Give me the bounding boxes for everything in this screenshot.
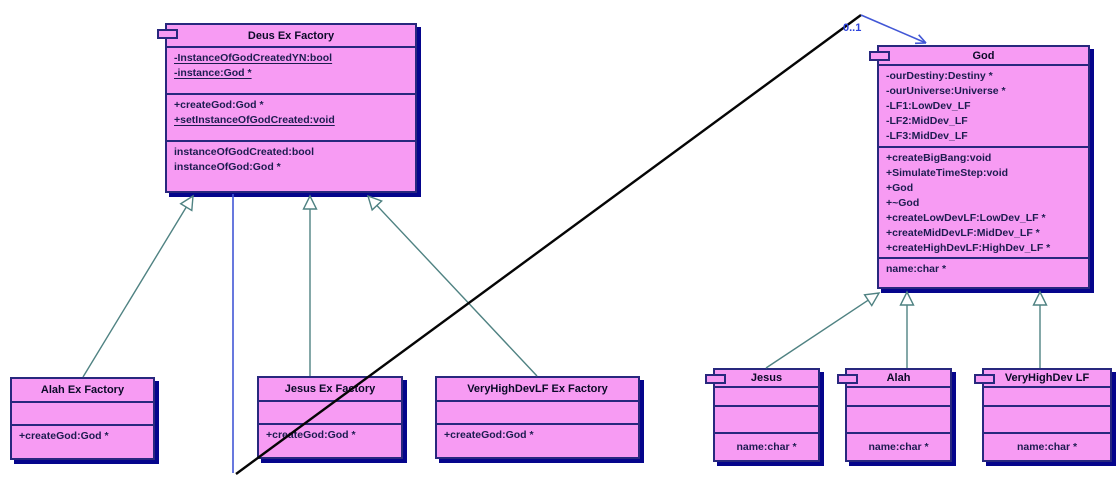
- class-member: +createHighDevLF:HighDev_LF *: [886, 242, 1051, 254]
- class-member: instanceOfGod:God *: [174, 161, 281, 173]
- class-member: +createMidDevLF:MidDev_LF *: [886, 227, 1040, 239]
- class-member: +~God: [886, 197, 920, 209]
- class-compartment: name:char *: [879, 257, 1088, 287]
- class-compartment: +createGod:God *: [12, 424, 153, 458]
- class-member: name:char *: [868, 440, 929, 453]
- class-member: name:char *: [736, 440, 797, 453]
- class-member: +createGod:God *: [266, 429, 356, 441]
- class-compartment: +createBigBang:void +SimulateTimeStep:voi…: [879, 146, 1088, 257]
- class-member: +createBigBang:void: [886, 152, 992, 164]
- class-member: -LF1:LowDev_LF: [886, 100, 971, 112]
- class-compartment: +createGod:God *: [259, 423, 401, 457]
- class-title: VeryHighDev LF: [1004, 372, 1090, 384]
- multiplicity-label: 0..1: [843, 22, 862, 34]
- class-member: -InstanceOfGodCreatedYN:bool: [174, 52, 333, 64]
- class-member: instanceOfGodCreated:bool: [174, 146, 315, 158]
- class-title: Deus Ex Factory: [247, 29, 335, 42]
- class-stereotype-icon: [705, 374, 726, 384]
- class-veryhighdev-lf[interactable]: VeryHighDev LF name:char *: [974, 368, 1112, 462]
- class-deus-ex-factory[interactable]: Deus Ex Factory -InstanceOfGodCreatedYN:b…: [157, 23, 417, 193]
- class-compartment: -InstanceOfGodCreatedYN:bool -instance:Go…: [167, 46, 415, 93]
- class-compartment: [847, 386, 950, 405]
- class-jesus-ex-factory[interactable]: Jesus Ex Factory +createGod:God *: [257, 376, 403, 459]
- class-jesus[interactable]: Jesus name:char *: [705, 368, 820, 462]
- class-member: name:char *: [886, 263, 947, 275]
- class-compartment: -ourDestiny:Destiny * -ourUniverse:Univer…: [879, 64, 1088, 146]
- class-compartment: +createGod:God *: [437, 423, 638, 457]
- class-compartment: name:char *: [715, 432, 818, 460]
- class-member: -ourDestiny:Destiny *: [886, 70, 993, 82]
- class-title: Jesus Ex Factory: [284, 383, 376, 395]
- class-member: -ourUniverse:Universe *: [886, 85, 1006, 97]
- class-compartment: [437, 400, 638, 423]
- class-veryhighdevlf-ex-factory[interactable]: VeryHighDevLF Ex Factory +createGod:God *: [435, 376, 640, 459]
- class-compartment: instanceOfGodCreated:bool instanceOfGod:G…: [167, 140, 415, 191]
- class-title: God: [972, 49, 995, 62]
- class-compartment: [984, 386, 1110, 405]
- class-title: Jesus: [750, 372, 783, 384]
- class-member: +createLowDevLF:LowDev_LF *: [886, 212, 1046, 224]
- class-title: Alah: [886, 372, 911, 384]
- class-member: +createGod:God *: [444, 429, 534, 441]
- class-title: VeryHighDevLF Ex Factory: [467, 383, 608, 395]
- class-compartment: [12, 401, 153, 424]
- class-member: +God: [886, 182, 914, 194]
- class-compartment: [984, 405, 1110, 432]
- class-stereotype-icon: [869, 51, 890, 61]
- class-member: +setInstanceOfGodCreated:void: [174, 114, 335, 126]
- class-compartment: name:char *: [847, 432, 950, 460]
- class-compartment: [715, 405, 818, 432]
- class-title: Alah Ex Factory: [40, 384, 125, 396]
- class-member: -LF2:MidDev_LF: [886, 115, 968, 127]
- class-member: +SimulateTimeStep:void: [886, 167, 1009, 179]
- class-member: -instance:God *: [174, 67, 252, 79]
- class-compartment: [715, 386, 818, 405]
- class-alah[interactable]: Alah name:char *: [837, 368, 952, 462]
- class-member: +createGod:God *: [174, 99, 264, 111]
- class-stereotype-icon: [837, 374, 858, 384]
- class-god[interactable]: God -ourDestiny:Destiny * -ourUniverse:Uni…: [869, 45, 1090, 289]
- class-member: +createGod:God *: [19, 430, 109, 442]
- class-member: name:char *: [1016, 440, 1078, 453]
- class-compartment: name:char *: [984, 432, 1110, 460]
- class-compartment: [259, 400, 401, 423]
- class-stereotype-icon: [157, 29, 178, 39]
- class-stereotype-icon: [974, 374, 995, 384]
- class-compartment: [847, 405, 950, 432]
- class-member: -LF3:MidDev_LF: [886, 130, 968, 142]
- class-alah-ex-factory[interactable]: Alah Ex Factory +createGod:God *: [10, 377, 155, 460]
- class-compartment: +createGod:God * +setInstanceOfGodCreated…: [167, 93, 415, 140]
